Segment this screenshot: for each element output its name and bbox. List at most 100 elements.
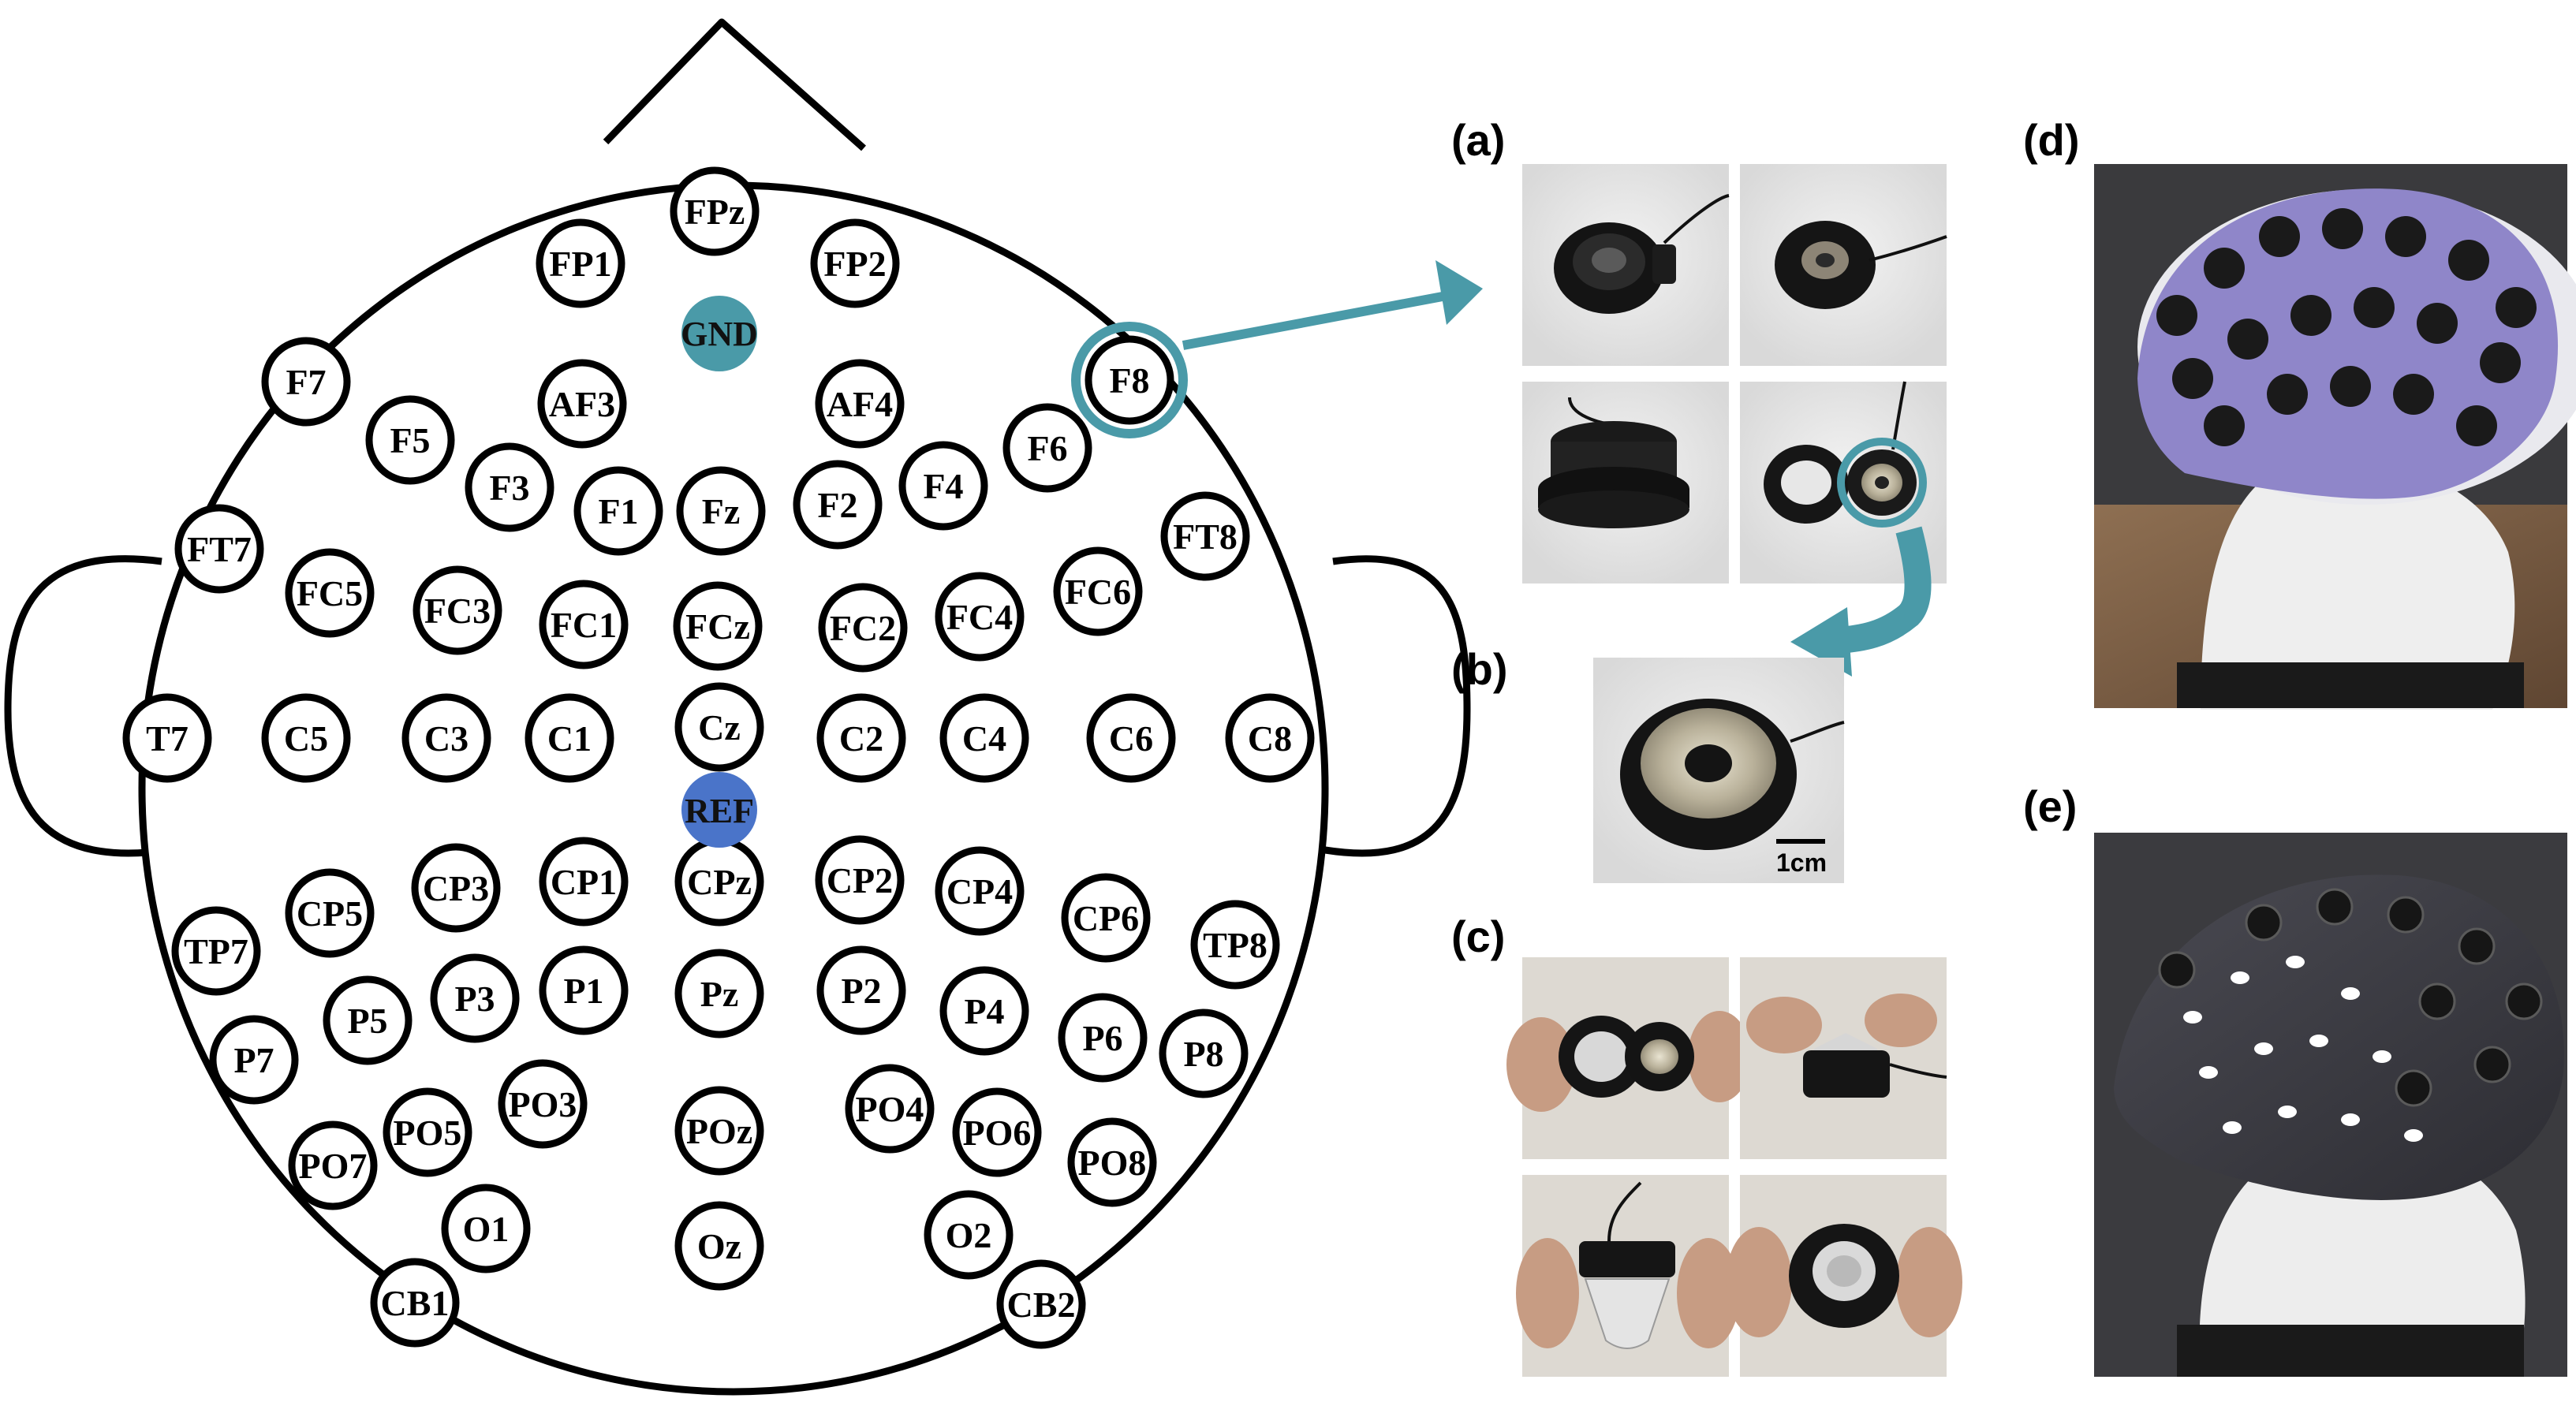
- electrode-p1: P1: [539, 945, 629, 1035]
- electrode-circle: [401, 693, 491, 783]
- electrode-c3: C3: [401, 693, 491, 783]
- electrode-circle: [898, 441, 988, 531]
- electrode-f5: F5: [365, 395, 455, 485]
- electrode-cb1: CB1: [370, 1258, 460, 1348]
- electrode-c1: C1: [525, 693, 614, 783]
- electrode-ft7: FT7: [174, 504, 264, 594]
- electrode-label: CB1: [381, 1283, 450, 1323]
- ref-marker: REF: [681, 772, 757, 848]
- right-ear: [1324, 555, 1471, 857]
- electrode-label: FT7: [187, 529, 252, 569]
- electrode-ft8: FT8: [1160, 491, 1250, 581]
- nose-shape: [603, 18, 866, 151]
- electrode-label: P1: [563, 971, 603, 1011]
- gnd-dot: [681, 296, 757, 371]
- electrode-po8: PO8: [1067, 1117, 1157, 1207]
- electrode-label: FC2: [830, 608, 896, 648]
- electrode-circle: [815, 359, 905, 449]
- electrode-circle: [539, 945, 629, 1035]
- panel-a-label: (a): [1451, 115, 1505, 165]
- electrode-fp1: FP1: [536, 218, 625, 308]
- electrode-label: F5: [390, 420, 430, 460]
- electrode-circle: [1190, 900, 1280, 990]
- electrode-cpz: CPz: [674, 837, 764, 927]
- electrode-label: FC4: [946, 597, 1013, 637]
- electrode-tp8: TP8: [1190, 900, 1280, 990]
- electrode-label: F1: [598, 491, 638, 531]
- electrode-label: FT8: [1173, 516, 1238, 557]
- electrode-o2: O2: [924, 1190, 1014, 1280]
- panel-e-cap-electrodes: [2158, 888, 2543, 1107]
- electrode-label: P2: [841, 971, 881, 1011]
- electrode-oz: Oz: [674, 1201, 764, 1291]
- electrode-circle: [383, 1087, 472, 1177]
- electrode-circle: [939, 693, 1029, 783]
- electrode-label: P5: [347, 1001, 387, 1041]
- scale-bar-label: 1cm: [1776, 848, 1827, 877]
- panel-a-to-b-arrow: [1836, 526, 1932, 654]
- electrode-label: POz: [686, 1111, 752, 1151]
- electrode-circle: [1067, 1117, 1157, 1207]
- electrode-circle: [810, 218, 900, 308]
- panel-c-photo-4: [1726, 1175, 1962, 1377]
- electrode-circle: [370, 1258, 460, 1348]
- electrode-label: C1: [547, 718, 592, 759]
- electrode-label: C8: [1248, 718, 1292, 759]
- electrode-circle: [465, 442, 554, 532]
- electrode-label: PO4: [856, 1089, 924, 1129]
- electrode-circle: [285, 548, 375, 638]
- panel-e-photo: [2094, 833, 2567, 1377]
- electrode-c4: C4: [939, 693, 1029, 783]
- electrode-circle: [171, 906, 261, 996]
- ref-label: REF: [685, 792, 754, 830]
- electrode-f6: F6: [1002, 403, 1092, 493]
- electrode-cb2: CB2: [996, 1259, 1086, 1349]
- electrode-circle: [1002, 403, 1092, 493]
- electrode-fc5: FC5: [285, 548, 375, 638]
- electrode-label: CP1: [551, 862, 617, 902]
- electrode-f7: F7: [261, 337, 351, 427]
- electrode-circle: [952, 1087, 1042, 1177]
- electrode-label: T7: [146, 718, 189, 759]
- electrode-circle: [939, 966, 1029, 1056]
- electrode-f4: F4: [898, 441, 988, 531]
- electrode-fcz: FCz: [673, 581, 763, 671]
- panel-b-photo: 1cm: [1593, 658, 1845, 883]
- electrode-circle: [209, 1015, 299, 1105]
- electrode-o1: O1: [441, 1184, 531, 1273]
- electrode-circle: [816, 693, 906, 783]
- electrode-circle: [674, 949, 764, 1038]
- electrode-circle: [1053, 546, 1143, 636]
- electrode-label: P3: [454, 979, 495, 1019]
- electrode-circle: [122, 693, 212, 783]
- electrode-circle: [539, 837, 629, 927]
- electrode-label: FP2: [823, 244, 886, 284]
- electrode-label: O2: [946, 1215, 992, 1255]
- electrode-cp1: CP1: [539, 837, 629, 927]
- electrode-p8: P8: [1159, 1009, 1249, 1098]
- electrode-f3: F3: [465, 442, 554, 532]
- electrode-po5: PO5: [383, 1087, 472, 1177]
- electrode-circle: [935, 572, 1025, 662]
- panel-c-photo-1: [1506, 957, 1751, 1159]
- electrode-label: Fz: [702, 491, 741, 531]
- electrode-label: F4: [923, 466, 963, 506]
- electrode-label: PO8: [1078, 1143, 1147, 1183]
- electrode-label: PO5: [394, 1113, 462, 1153]
- panel-c-photo-2: [1740, 957, 1947, 1159]
- electrode-fpz: FPz: [670, 166, 760, 256]
- panel-c-photos: [1506, 957, 1962, 1377]
- electrode-circle: [174, 504, 264, 594]
- electrode-fc4: FC4: [935, 572, 1025, 662]
- electrode-t7: T7: [122, 693, 212, 783]
- electrode-circle: [261, 693, 351, 783]
- electrode-label: C4: [962, 718, 1006, 759]
- electrode-label: Pz: [700, 974, 739, 1014]
- electrode-circle: [288, 1120, 378, 1210]
- electrode-fc6: FC6: [1053, 546, 1143, 636]
- electrode-fp2: FP2: [810, 218, 900, 308]
- electrode-circle: [539, 580, 629, 669]
- electrode-label: TP8: [1203, 925, 1267, 965]
- f8-arrow-head: [1435, 260, 1483, 325]
